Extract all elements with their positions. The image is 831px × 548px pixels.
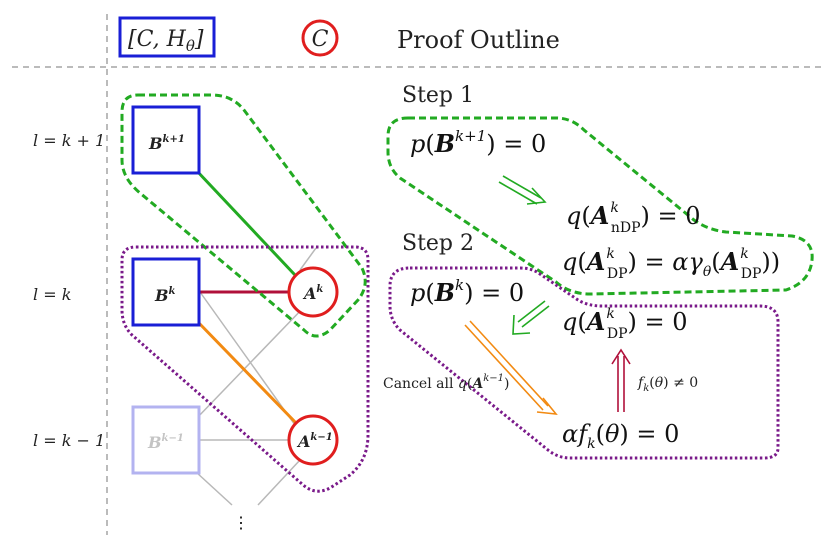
- legend-circle-label: C: [312, 27, 329, 52]
- node-b-mid-label: Bk: [154, 286, 176, 305]
- edge-bmid-alow: [194, 318, 300, 427]
- equation-p-bmid: p(Bk) = 0: [410, 276, 524, 307]
- edge-amid-blow: [194, 304, 307, 421]
- level-label-top: l = k + 1: [33, 131, 105, 150]
- equation-alpha-fk: αfk(θ) = 0: [562, 420, 679, 452]
- node-b-mid: [131, 257, 201, 327]
- node-a-mid-label: Ak: [302, 284, 323, 303]
- green-double-arrow: [498, 175, 547, 205]
- level-label-mid: l = k: [33, 285, 71, 304]
- legend-circle: [301, 19, 339, 57]
- edge-amid-up: [299, 247, 317, 271]
- node-b-low: [131, 405, 201, 475]
- step2-right-region: [388, 266, 780, 460]
- legend-box-label: [C, Hθ]: [128, 27, 204, 55]
- step2-label: Step 2: [402, 231, 474, 256]
- crimson-double-arrow: [611, 348, 631, 412]
- edge-blow-down: [195, 471, 233, 506]
- cancel-annotation: Cancel all q(Ak−1): [383, 373, 509, 392]
- level-label-low: l = k − 1: [33, 431, 105, 450]
- fk-annotation: fk(θ) ≠ 0: [637, 375, 698, 394]
- legend-box: [118, 16, 216, 58]
- continuation-dots: ⋮: [233, 513, 249, 532]
- step2-left-region: [120, 245, 370, 493]
- node-a-low-label: Ak−1: [296, 432, 333, 451]
- node-b-top-label: Bk+1: [148, 134, 185, 153]
- node-b-top: [131, 105, 201, 175]
- equation-p-btop: p(Bk+1) = 0: [410, 127, 546, 158]
- edge-alow-down: [257, 459, 301, 506]
- diagram-title: Proof Outline: [397, 26, 560, 54]
- edge-btop-amid: [194, 168, 297, 277]
- step1-right-region: [386, 116, 814, 296]
- step1-label: Step 1: [402, 83, 474, 108]
- node-b-low-label: Bk−1: [147, 433, 184, 452]
- step1-left-region: [120, 93, 367, 338]
- orange-double-arrow: [464, 320, 558, 415]
- green-double-arrow-2: [512, 300, 550, 335]
- node-a-low: [287, 414, 339, 466]
- node-a-mid: [287, 266, 339, 318]
